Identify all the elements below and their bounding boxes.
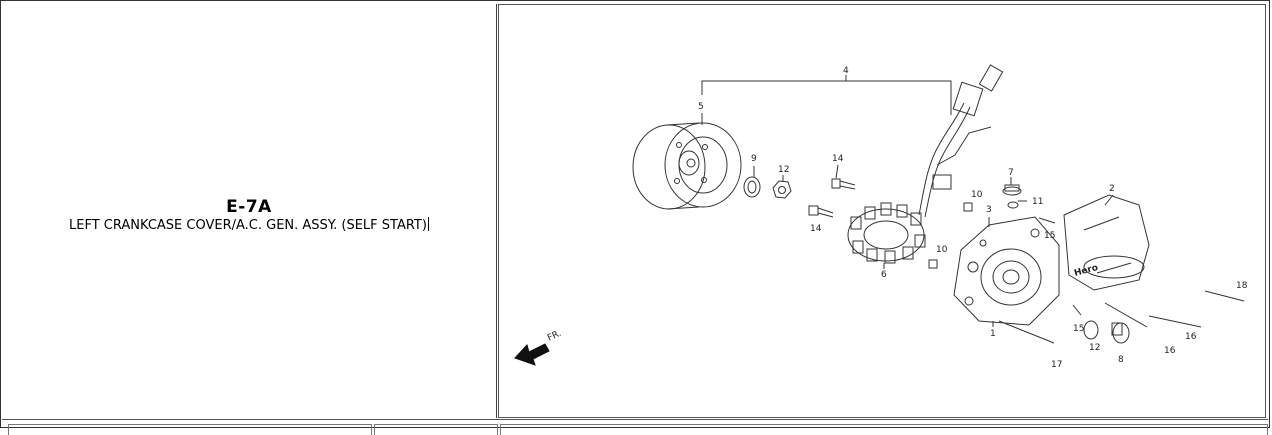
nut-13-drawing — [772, 180, 792, 199]
callout-15-lower: 15 — [1073, 324, 1084, 334]
callout-12: 12 — [1089, 343, 1100, 353]
dowel-pin-10-lower-drawing — [928, 259, 938, 269]
callout-11: 11 — [1032, 197, 1043, 207]
hero-logo-text: Hero — [1073, 263, 1099, 279]
front-direction-arrow: FR. — [514, 329, 563, 366]
callout-1: 1 — [990, 329, 996, 339]
cap-7-drawing — [1002, 186, 1022, 196]
wiring-harness-drawing — [918, 64, 1004, 218]
cover-2-drawing — [1063, 194, 1150, 291]
callout-10-upper: 10 — [971, 190, 983, 200]
callout-4: 4 — [843, 66, 849, 76]
bolt-15-upper-drawing — [1038, 217, 1056, 224]
bolt-15-lower-drawing — [1072, 304, 1082, 316]
callout-14-lower: 14 — [810, 224, 822, 234]
crankcase-cover-3-drawing — [953, 216, 1060, 326]
bolt-16-right-drawing — [1148, 315, 1202, 328]
o-ring-11-drawing — [1007, 201, 1019, 209]
callout-8: 8 — [1118, 355, 1124, 365]
callout-16-right: 16 — [1185, 332, 1197, 342]
callout-7: 7 — [1008, 168, 1014, 178]
callout-9: 9 — [751, 154, 757, 164]
figure-title-text: LEFT CRANKCASE COVER/A.C. GEN. ASSY. (SE… — [69, 218, 427, 233]
text-cursor — [427, 217, 429, 231]
table-next-row — [2, 419, 1268, 435]
callout-13: 12 — [778, 165, 789, 175]
bolt-14-upper-drawing — [831, 178, 856, 190]
callout-17: 17 — [1051, 360, 1062, 370]
title-block: E-7A LEFT CRANKCASE COVER/A.C. GEN. ASSY… — [2, 197, 496, 233]
assembly-bracket-4 — [701, 80, 952, 115]
diagram-cell: FR. Hero 4 5 9 12 14 14 6 7 10 11 3 2 15… — [498, 4, 1266, 418]
stator-6-drawing — [847, 202, 926, 264]
figure-title: LEFT CRANKCASE COVER/A.C. GEN. ASSY. (SE… — [2, 217, 496, 233]
bolt-16-left-drawing — [1104, 302, 1148, 328]
dowel-pin-10-upper-drawing — [963, 202, 973, 212]
plug-8-drawing — [1111, 322, 1130, 344]
flywheel-rotor-drawing — [632, 122, 742, 210]
front-direction-label: FR. — [546, 329, 563, 344]
callout-16-left: 16 — [1164, 346, 1176, 356]
figure-title-cell: E-7A LEFT CRANKCASE COVER/A.C. GEN. ASSY… — [2, 4, 497, 418]
callout-14-upper: 14 — [832, 154, 844, 164]
bolt-17-drawing — [998, 320, 1055, 344]
callout-labels: 4 5 9 12 14 14 6 7 10 11 3 2 15 10 18 1 … — [698, 66, 1248, 370]
gasket-12-drawing — [1083, 320, 1099, 340]
callout-15-upper: 15 — [1044, 231, 1055, 241]
callout-6: 6 — [881, 270, 887, 280]
bolt-14-lower-drawing — [808, 205, 834, 218]
figure-code: E-7A — [226, 197, 272, 217]
exploded-parts-diagram: FR. Hero 4 5 9 12 14 14 6 7 10 11 3 2 15… — [514, 64, 1248, 370]
callout-3: 3 — [986, 205, 992, 215]
callout-18: 18 — [1236, 281, 1248, 291]
washer-9-drawing — [743, 176, 761, 198]
callout-5: 5 — [698, 102, 704, 112]
callout-10-lower: 10 — [936, 245, 948, 255]
callout-2: 2 — [1109, 184, 1115, 194]
bolt-18-drawing — [1204, 290, 1245, 302]
